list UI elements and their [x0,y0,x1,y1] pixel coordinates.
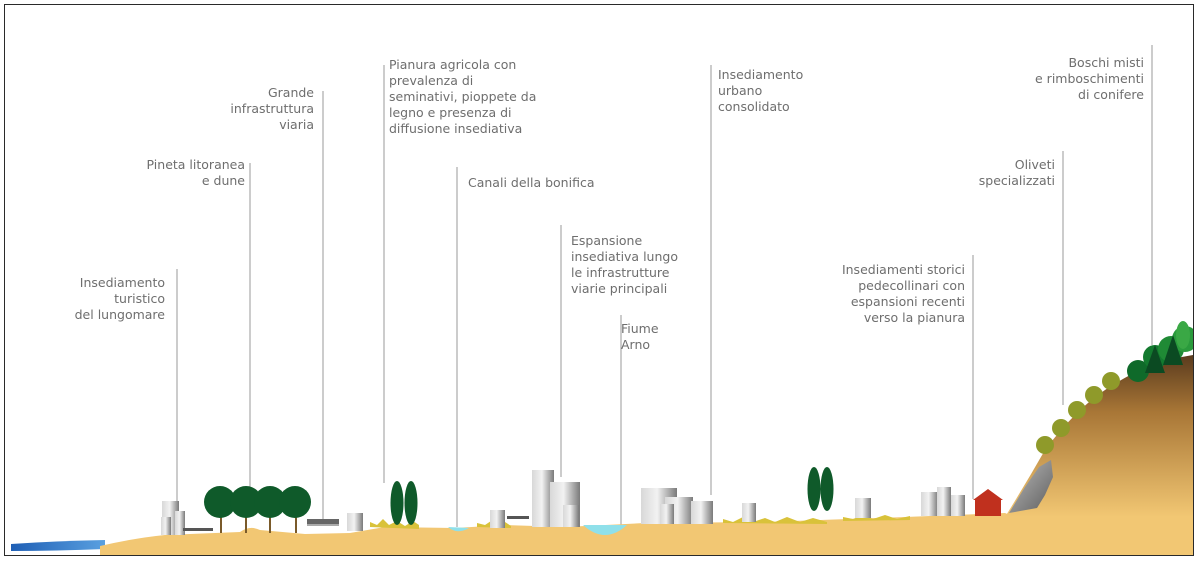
label-espansione-insediativa: Espansione insediativa lungo le infrastr… [571,233,678,296]
historic-house [973,489,1003,516]
highway [307,519,339,524]
expansion-buildings [532,470,580,527]
landscape-section-illustration [11,45,1193,555]
sea [11,540,105,551]
road [507,516,529,519]
pine-trees [204,486,311,533]
forest [1127,321,1193,382]
pedecollinare-buildings [921,487,965,516]
fiume-arno-water [583,525,627,535]
label-pineta-litoranea: Pineta litoranea e dune [146,157,245,188]
label-oliveti: Oliveti specializzati [978,157,1055,188]
landscape-section-diagram: Insediamento turistico del lungomare Pin… [4,4,1194,556]
label-insediamenti-storici: Insediamenti storici pedecollinari con e… [841,262,965,325]
ground-plain [100,513,1193,555]
label-grande-infrastruttura: Grande infrastruttura viaria [230,85,314,132]
urban-buildings [641,488,871,524]
label-pianura-agricola: Pianura agricola con prevalenza di semin… [389,57,537,136]
label-insediamento-turistico: Insediamento turistico del lungomare [74,275,165,322]
label-insediamento-urbano: Insediamento urbano consolidato [718,67,804,114]
building [490,510,505,528]
coastal-buildings [161,501,185,535]
label-canali-bonifica: Canali della bonifica [468,175,595,190]
poplar-trees [390,481,418,525]
poplar-trees-2 [807,467,834,511]
leader-lines [176,45,1153,527]
olive-trees [1036,372,1120,454]
label-boschi-misti: Boschi misti e rimboschimenti di conifer… [1035,55,1144,102]
building [347,513,363,531]
label-fiume-arno: Fiume Arno [621,321,659,352]
road [183,528,213,531]
canale-water [448,527,469,532]
rock-outcrop [1009,460,1053,513]
